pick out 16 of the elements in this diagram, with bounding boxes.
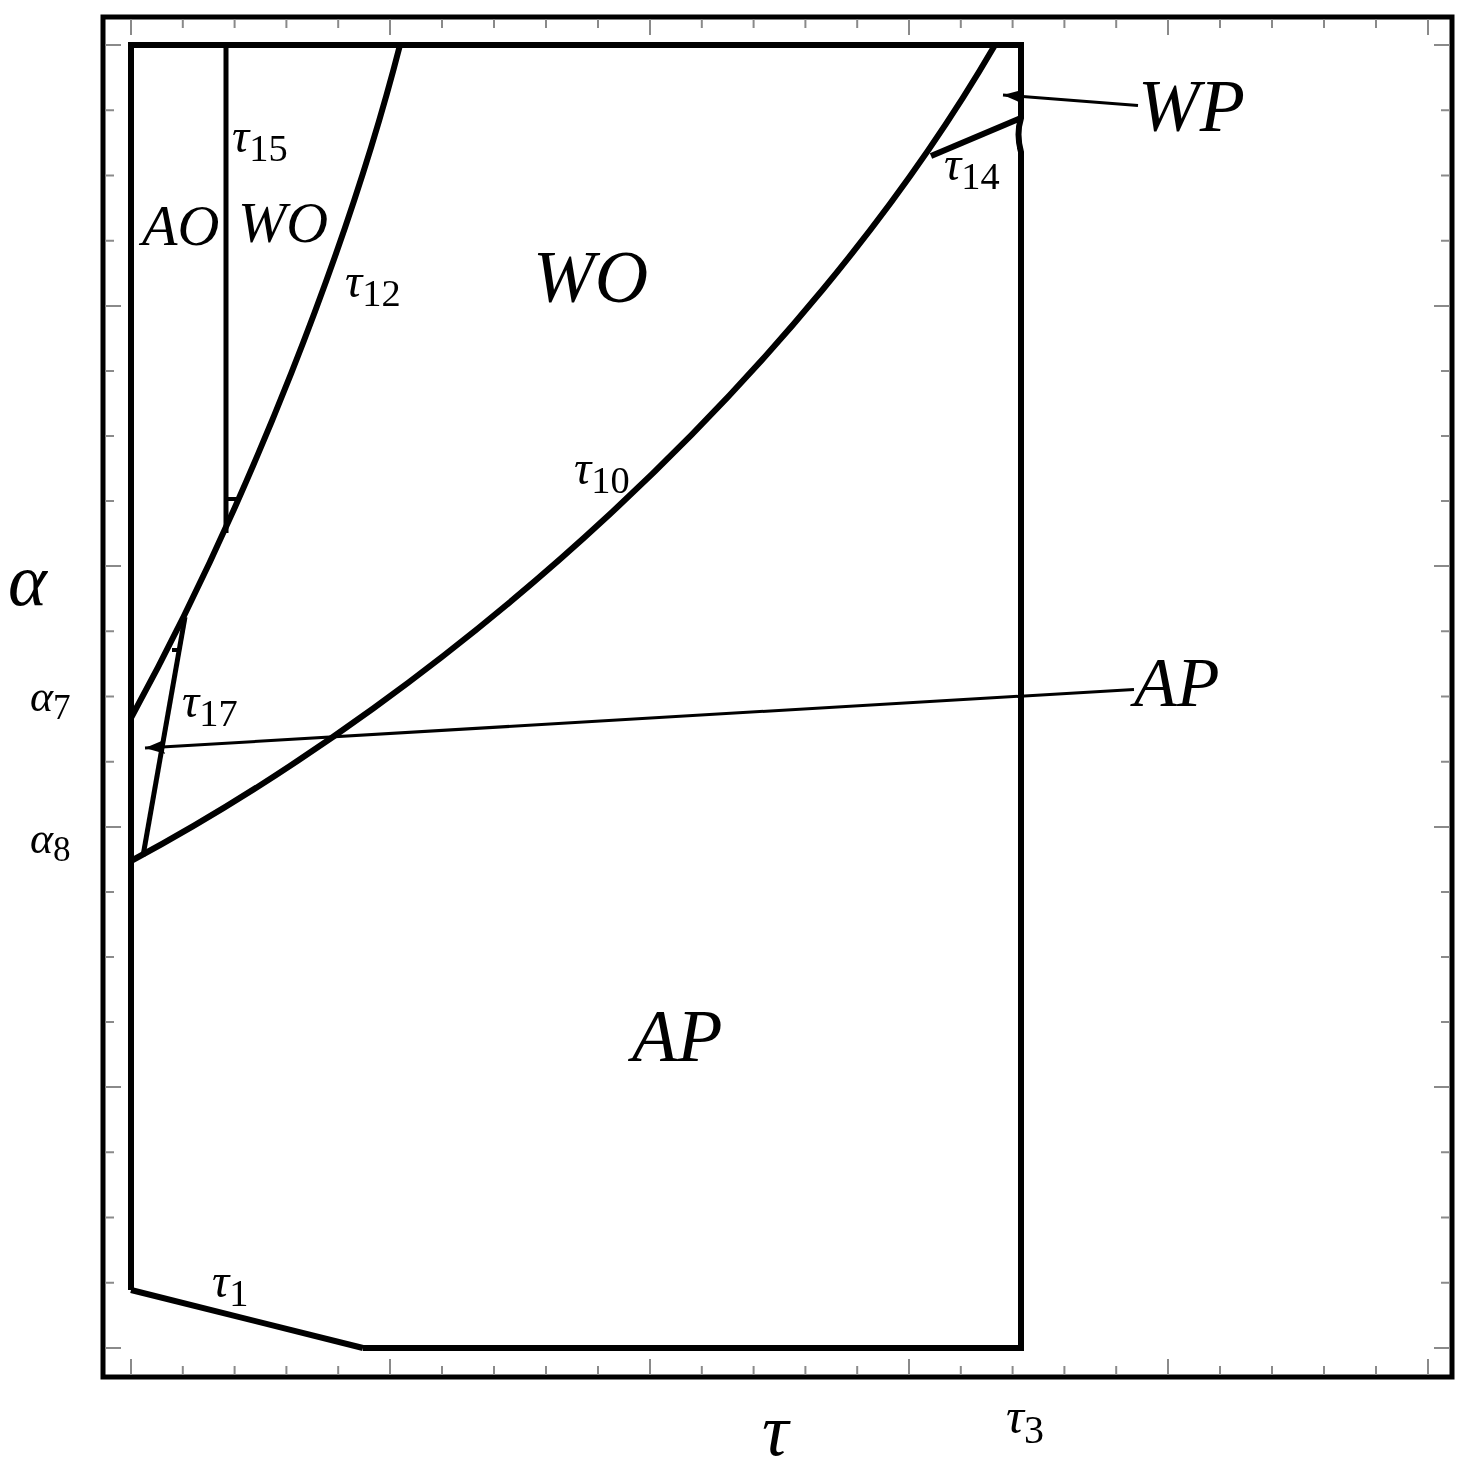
axis-label: τ <box>762 1393 789 1468</box>
axis-label: α <box>8 543 47 618</box>
curve-label: τ$_{17}$ <box>182 676 238 725</box>
region-label: WP <box>1138 69 1245 144</box>
curve-label: τ$_{14}$ <box>944 139 1000 188</box>
axis-tick-label: α$_{7}$ <box>30 675 71 720</box>
curve-label: τ$_{1}$ <box>212 1256 249 1305</box>
axis-tick-label: α$_{8}$ <box>30 817 71 862</box>
region-label: WO <box>238 194 329 253</box>
leader-arrow <box>144 687 1135 754</box>
curve-label: τ$_{10}$ <box>574 443 630 492</box>
curve-label: τ$_{12}$ <box>345 256 401 305</box>
curve-label: τ$_{15}$ <box>232 111 288 160</box>
region-label: WO <box>533 240 649 315</box>
leader-arrow <box>1002 89 1139 108</box>
axis-tick-label: τ$_{3}$ <box>1006 1391 1044 1442</box>
